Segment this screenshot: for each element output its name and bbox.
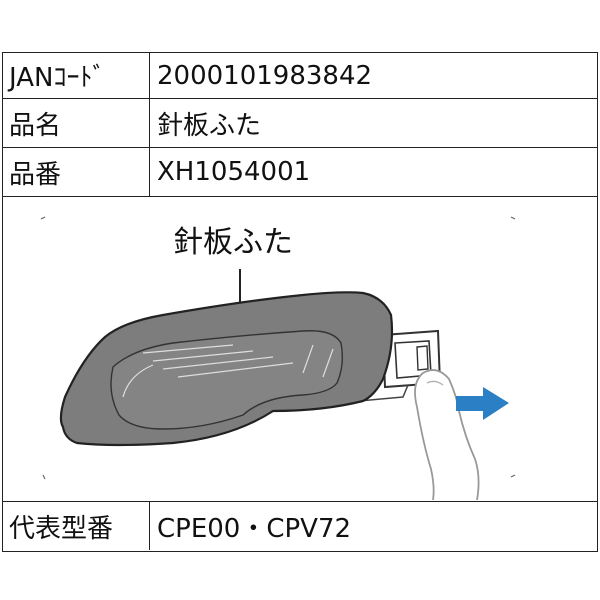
row-product-name: 品名 針板ふた: [3, 99, 597, 148]
jan-code-label: JANｺｰﾄﾞ: [3, 53, 150, 98]
representative-model-value: CPE00・CPV72: [157, 513, 352, 544]
part-number-label: 品番: [3, 148, 150, 196]
part-number-value: XH1054001: [157, 157, 311, 187]
callout-label: 針板ふた: [173, 225, 293, 260]
pull-direction-arrow-icon: [456, 387, 509, 420]
product-name-value: 針板ふた: [157, 110, 262, 141]
row-representative-model: 代表型番 CPE00・CPV72: [3, 502, 597, 550]
product-illustration: 針板ふた: [3, 197, 597, 502]
finger: [414, 369, 480, 500]
representative-model-label: 代表型番: [3, 502, 150, 550]
row-part-number: 品番 XH1054001: [3, 148, 597, 197]
jan-code-value: 2000101983842: [157, 60, 373, 91]
product-info-table: JANｺｰﾄﾞ 2000101983842 品名 針板ふた 品番 XH10540…: [2, 52, 598, 552]
product-name-label: 品名: [3, 99, 150, 147]
needle-plate-cover-illustration: [40, 216, 516, 500]
row-jan-code: JANｺｰﾄﾞ 2000101983842: [3, 53, 597, 99]
